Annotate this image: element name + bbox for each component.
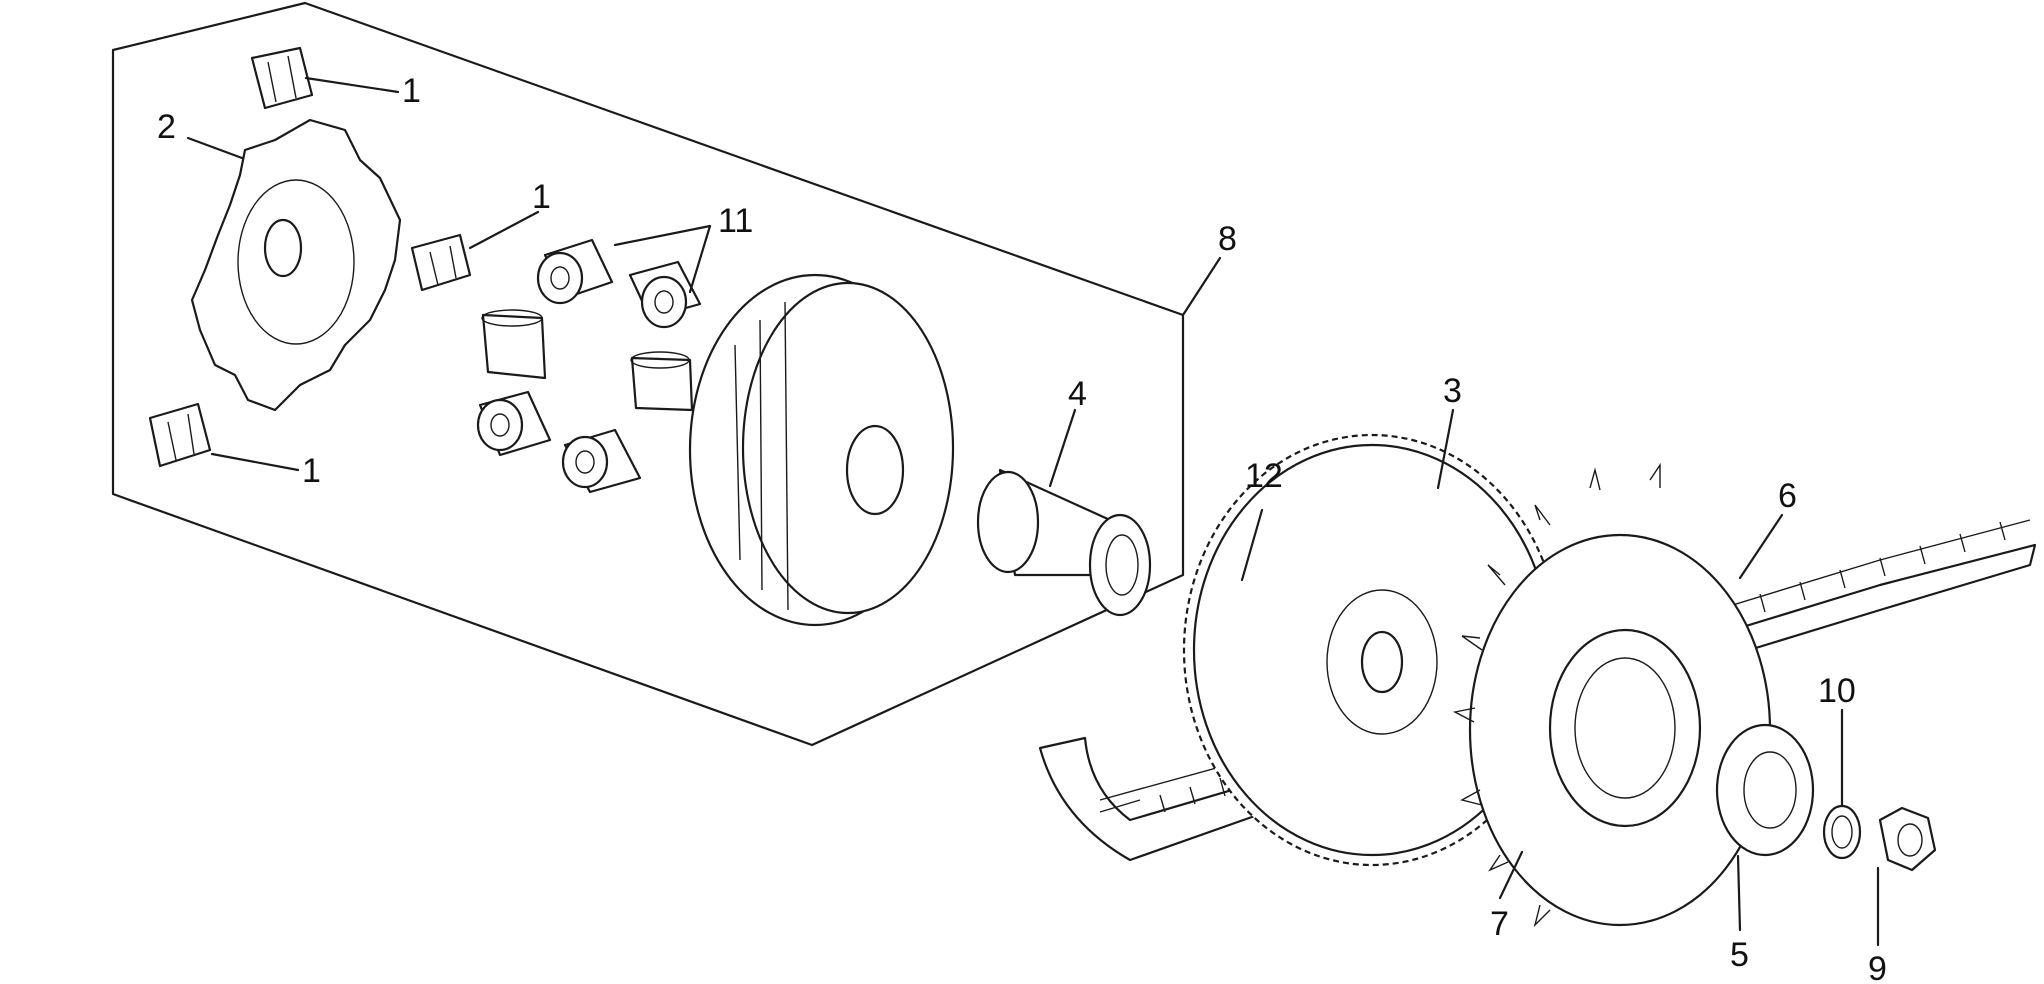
callout-9: 9 xyxy=(1868,950,1887,984)
variator-pulley-icon xyxy=(688,273,955,627)
roller-weight-icon xyxy=(630,351,694,412)
hub-icon xyxy=(1715,723,1815,857)
callout-6: 6 xyxy=(1778,477,1797,515)
roller-weight-icon xyxy=(561,428,642,494)
leader-lines xyxy=(186,76,1880,947)
callout-11: 11 xyxy=(718,202,753,240)
roller-weight-icon xyxy=(476,390,552,457)
callout-1-middle: 1 xyxy=(532,178,551,216)
callout-1-top: 1 xyxy=(402,72,421,110)
roller-weight-icon xyxy=(628,260,702,329)
callout-4: 4 xyxy=(1068,375,1087,413)
slider-guide-icon xyxy=(148,402,212,468)
roller-weight-icon xyxy=(481,309,547,380)
callout-12: 12 xyxy=(1245,457,1283,495)
callout-7: 7 xyxy=(1490,905,1509,943)
callout-2: 2 xyxy=(157,108,176,146)
callout-3: 3 xyxy=(1443,372,1462,410)
fan-pulley-icon xyxy=(1452,462,1772,928)
callout-8: 8 xyxy=(1218,220,1237,258)
callout-1-bottom: 1 xyxy=(302,452,321,490)
washer-icon xyxy=(1822,804,1862,860)
nut-icon xyxy=(1878,806,1937,872)
gear-plate-icon xyxy=(1182,433,1562,867)
ramp-plate-icon xyxy=(190,118,402,412)
callout-10: 10 xyxy=(1818,672,1856,710)
slider-guide-icon xyxy=(410,233,472,292)
kit-boundary-outline xyxy=(111,1,1185,747)
callout-5: 5 xyxy=(1730,936,1749,974)
bushing-icon xyxy=(976,468,1152,617)
roller-weight-icon xyxy=(536,238,614,305)
slider-guide-icon xyxy=(250,46,314,110)
